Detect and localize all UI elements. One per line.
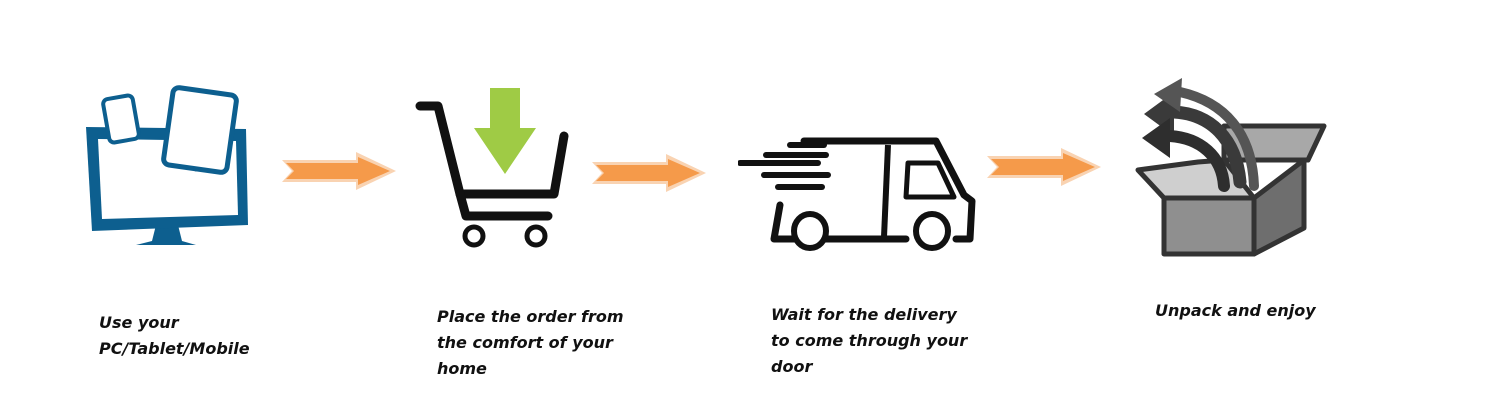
step-1-caption-line: Use your xyxy=(99,313,179,332)
arrow-right-icon xyxy=(282,152,396,190)
step-3-caption-line: door xyxy=(771,357,813,376)
step-2-caption: Place the order from the comfort of your… xyxy=(437,304,657,382)
step-2-caption-line: Place the order from xyxy=(437,307,624,326)
step-1-caption: Use your PC/Tablet/Mobile xyxy=(99,310,319,362)
arrow-right-icon xyxy=(592,154,706,192)
step-1-caption-line: PC/Tablet/Mobile xyxy=(99,339,250,358)
delivery-truck-icon xyxy=(738,137,976,251)
open-box-icon xyxy=(1135,78,1327,257)
step-3-caption-line: to come through your xyxy=(771,331,968,350)
step-3-caption-line: Wait for the delivery xyxy=(771,305,957,324)
step-3-caption: Wait for the delivery to come through yo… xyxy=(771,302,991,380)
shopping-cart-icon xyxy=(415,88,569,248)
devices-icon xyxy=(86,85,248,245)
step-2-caption-line: the comfort of your xyxy=(437,333,613,352)
arrow-right-icon xyxy=(987,148,1101,186)
step-4-caption: Unpack and enjoy xyxy=(1155,298,1375,324)
step-2-caption-line: home xyxy=(437,359,487,378)
step-4-caption-line: Unpack and enjoy xyxy=(1155,301,1316,320)
